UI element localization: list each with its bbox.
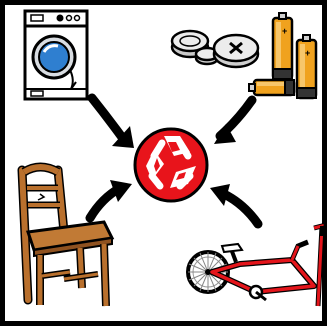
svg-text:+: + (305, 48, 310, 58)
svg-text:+: + (282, 26, 287, 36)
washing-machine-icon (25, 11, 87, 99)
recycle-icon (135, 129, 207, 201)
